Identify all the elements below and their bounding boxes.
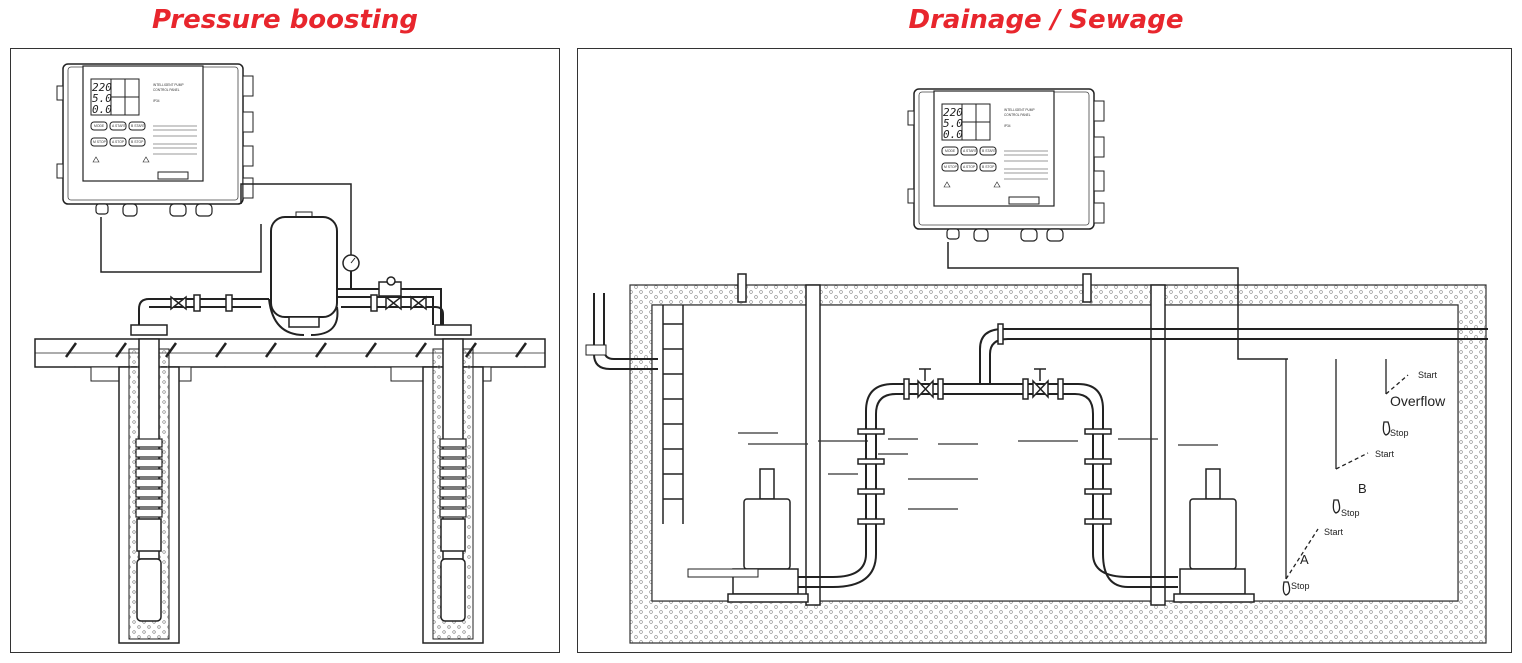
- button-mode: MODE: [945, 149, 956, 153]
- submersible-pump: [440, 558, 466, 622]
- borehole-right: [422, 338, 484, 644]
- float-switch-cables: [1285, 359, 1409, 580]
- level-a-start-label: Start: [1324, 527, 1344, 537]
- level-b-label: B: [1358, 481, 1367, 496]
- submersible-pump-right: [1173, 468, 1255, 603]
- submersible-pump: [136, 558, 162, 622]
- overflow-label: Overflow: [1390, 393, 1446, 409]
- overflow-start-label: Start: [1418, 370, 1438, 380]
- control-panel: 220 5.0 0.0 INTELLIGENT PUMP CONTROL PAN…: [907, 88, 1105, 242]
- pressure-gauge-icon: [342, 254, 360, 289]
- button-a-stop: A STOP: [112, 140, 125, 144]
- panel-buttons: MODE A START B START M STOP A STOP B STO…: [941, 146, 997, 172]
- level-a-label: A: [1300, 552, 1309, 567]
- button-mode: MODE: [94, 124, 105, 128]
- float-switch-icons: [1282, 421, 1391, 596]
- panel-name-line1: INTELLIGENT PUMP: [1004, 108, 1035, 112]
- button-m-stop: M STOP: [93, 140, 107, 144]
- check-valves: [917, 368, 1049, 399]
- pressure-boosting-drawing: 220 5.0 0.0 INTELLIGENT PUMP CONTROL PAN…: [34, 63, 546, 644]
- button-a-start: A START: [112, 124, 126, 128]
- pressure-boosting-title: Pressure boosting: [152, 5, 418, 35]
- level-b-start-label: Start: [1375, 449, 1395, 459]
- borehole-left: [118, 338, 180, 644]
- overflow-stop-label: Stop: [1390, 428, 1409, 438]
- panel-name-line1: INTELLIGENT PUMP: [153, 83, 184, 87]
- drainage-sewage-title: Drainage / Sewage: [908, 5, 1184, 35]
- drainage-sewage-diagram: 220 5.0 0.0 INTELLIGENT PUMP CONTROL PAN…: [577, 48, 1512, 653]
- lcd-value-level: 0.0: [92, 103, 112, 116]
- button-m-stop: M STOP: [944, 165, 958, 169]
- button-a-stop: A STOP: [963, 165, 976, 169]
- button-b-start: B START: [131, 124, 145, 128]
- lcd-value-voltage: 220: [943, 106, 963, 119]
- panel-model: IP34: [1004, 124, 1011, 128]
- level-a-stop-label: Stop: [1291, 581, 1310, 591]
- button-b-stop: B STOP: [982, 165, 995, 169]
- drainage-sewage-drawing: 220 5.0 0.0 INTELLIGENT PUMP CONTROL PAN…: [585, 88, 1488, 644]
- lcd-value-voltage: 220: [92, 81, 112, 94]
- panel-buttons: MODE A START B START M STOP A STOP B STO…: [90, 121, 146, 147]
- level-b-stop-label: Stop: [1341, 508, 1360, 518]
- water-level-lines: [738, 432, 1218, 510]
- panel-name-line2: CONTROL PANEL: [1004, 113, 1031, 117]
- wet-well: [629, 284, 1487, 644]
- pressure-boosting-diagram: 220 5.0 0.0 INTELLIGENT PUMP CONTROL PAN…: [10, 48, 560, 653]
- pressure-tank: [270, 211, 338, 328]
- button-b-start: B START: [982, 149, 996, 153]
- panel-model: IP34: [153, 99, 160, 103]
- panel-name-line2: CONTROL PANEL: [153, 88, 180, 92]
- access-ladder: [662, 305, 684, 524]
- submersible-pump-left: [727, 468, 809, 603]
- pipe-valves: [170, 276, 427, 312]
- lcd-value-current: 5.0: [92, 92, 112, 105]
- lcd-value-current: 5.0: [943, 117, 963, 130]
- lcd-value-level: 0.0: [943, 128, 963, 141]
- button-a-start: A START: [963, 149, 977, 153]
- control-panel: 220 5.0 0.0 INTELLIGENT PUMP CONTROL PAN…: [56, 63, 254, 217]
- button-b-stop: B STOP: [131, 140, 144, 144]
